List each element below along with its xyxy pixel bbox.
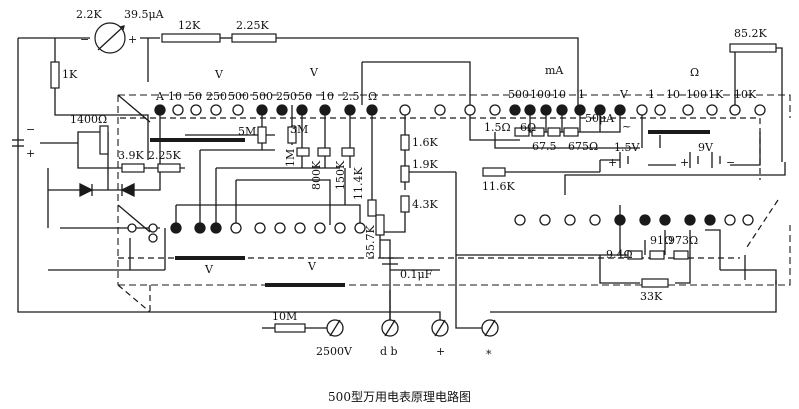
- svg-text:10: 10: [168, 90, 182, 103]
- svg-text:10K: 10K: [734, 88, 757, 101]
- label-11-4k: 11.4K: [352, 167, 365, 200]
- label-2-25k: 2.25K: [148, 149, 181, 162]
- terminal-plus[interactable]: [431, 319, 449, 337]
- label-1-5ohm: 1.5Ω: [484, 121, 511, 134]
- svg-text:50: 50: [188, 90, 202, 103]
- volt-range-labels: A 10 50 250 500 500 250 50 10 2.5 Ω: [155, 90, 377, 103]
- label-1m: 1M: [284, 149, 297, 167]
- meter-current: 39.5μA: [124, 8, 165, 21]
- battery-9v: [689, 152, 721, 168]
- group-v-dc: V: [214, 68, 224, 81]
- svg-text:10: 10: [320, 90, 334, 103]
- label-973ohm: 973Ω: [668, 234, 698, 247]
- label-6ohm: 6Ω: [520, 121, 536, 134]
- label-1400: 1400Ω: [70, 113, 107, 126]
- svg-text:10: 10: [552, 88, 566, 101]
- group-v-ac: V: [309, 66, 319, 79]
- ac-mark: ~: [622, 120, 631, 133]
- label-3-9k: 3.9K: [118, 149, 144, 162]
- bat2-minus: −: [726, 156, 735, 169]
- svg-text:1: 1: [578, 88, 585, 101]
- capacitor-0-1uf: [382, 257, 398, 265]
- ma-range-labels: 500 100 10 1 50μA V: [508, 88, 629, 125]
- left-cap-plus: +: [26, 147, 35, 160]
- meter-plus: +: [128, 33, 137, 46]
- bat2-plus: +: [680, 156, 689, 169]
- bat1-plus: +: [608, 156, 617, 169]
- group-ma: mA: [545, 64, 564, 77]
- group-v-low1: V: [204, 263, 214, 276]
- label-1-5v: 1.5V: [614, 141, 640, 154]
- meter-minus: −: [80, 33, 89, 46]
- svg-text:500: 500: [228, 90, 249, 103]
- label-9v: 9V: [698, 141, 714, 154]
- svg-text:100: 100: [686, 88, 707, 101]
- group-ohm: Ω: [690, 66, 699, 79]
- svg-text:100: 100: [530, 88, 551, 101]
- svg-text:1: 1: [648, 88, 655, 101]
- svg-text:10: 10: [666, 88, 680, 101]
- label-db: d b: [380, 345, 398, 358]
- label-3m: 3M: [290, 123, 308, 136]
- label-2-25k-top: 2.25K: [236, 19, 269, 32]
- label-0-1uf: 0.1μF: [400, 268, 433, 281]
- ohm-range-labels: 1 10 100 1K 10K: [648, 88, 757, 101]
- resistor-bodies: [50, 33, 777, 333]
- svg-text:250: 250: [206, 90, 227, 103]
- svg-text:V: V: [619, 88, 629, 101]
- svg-text:Ω: Ω: [368, 90, 377, 103]
- meter-resistance: 2.2K: [76, 8, 102, 21]
- svg-text:500: 500: [252, 90, 273, 103]
- svg-text:A: A: [155, 90, 165, 103]
- diode-pair: [79, 182, 135, 198]
- left-switch-contacts: [117, 94, 158, 243]
- label-1-9k: 1.9K: [412, 158, 438, 171]
- label-800k: 800K: [310, 160, 323, 190]
- label-675ohm: 675Ω: [568, 140, 598, 153]
- battery-1-5v: [619, 152, 629, 168]
- label-star: *: [486, 348, 492, 361]
- label-plus: +: [436, 345, 445, 358]
- galvanometer: [94, 22, 126, 54]
- label-1k: 1K: [62, 68, 78, 81]
- label-11-6k: 11.6K: [482, 180, 515, 193]
- terminal-2500v[interactable]: [326, 319, 344, 337]
- label-35-7k: 35.7K: [364, 225, 377, 258]
- svg-text:50: 50: [298, 90, 312, 103]
- svg-text:2.5: 2.5: [342, 90, 360, 103]
- label-9-4ohm: 9.4Ω: [606, 248, 633, 261]
- top-contacts: [154, 104, 766, 116]
- figure-caption: 500型万用电表原理电路图: [328, 390, 471, 404]
- label-12k: 12K: [178, 19, 201, 32]
- label-2500v: 2500V: [316, 345, 353, 358]
- group-v-low2: V: [307, 260, 317, 273]
- label-1-6k: 1.6K: [412, 136, 438, 149]
- svg-text:500: 500: [508, 88, 529, 101]
- label-67-5: 67.5: [532, 140, 557, 153]
- label-33k: 33K: [640, 290, 663, 303]
- svg-text:1K: 1K: [708, 88, 724, 101]
- svg-text:250: 250: [276, 90, 297, 103]
- label-10m: 10M: [272, 310, 297, 323]
- label-150k: 150K: [334, 160, 347, 190]
- terminal-db[interactable]: [381, 319, 399, 337]
- svg-text:50μA: 50μA: [585, 112, 615, 125]
- label-91ohm: 91Ω: [650, 234, 673, 247]
- left-capacitor: [12, 139, 24, 147]
- bottom-contacts: [170, 214, 754, 234]
- contact-bars: [150, 130, 710, 287]
- label-85-2k: 85.2K: [734, 27, 767, 40]
- left-cap-minus: −: [26, 123, 35, 136]
- label-4-3k: 4.3K: [412, 198, 438, 211]
- label-5m: 5M: [238, 125, 256, 138]
- terminal-star[interactable]: [481, 319, 499, 337]
